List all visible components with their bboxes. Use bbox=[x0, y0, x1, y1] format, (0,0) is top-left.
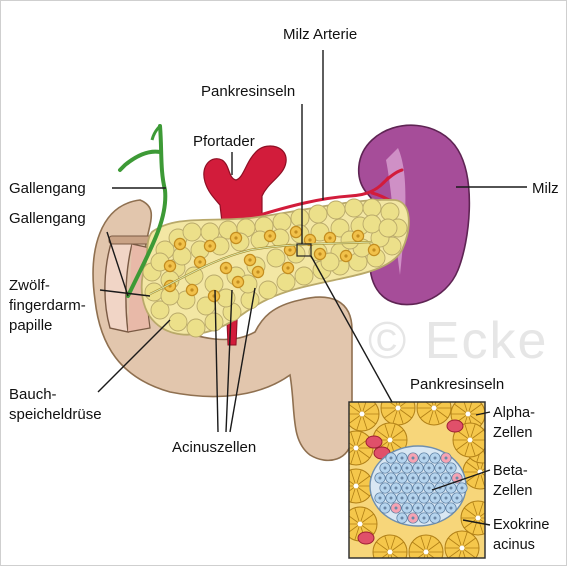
label-papille-line3: papille bbox=[9, 317, 52, 334]
exocrine-acinus bbox=[349, 402, 380, 432]
label-bauch-line2: speicheldrüse bbox=[9, 406, 102, 423]
label-papille-line1: Zwölf- bbox=[9, 277, 50, 294]
lobule bbox=[344, 198, 364, 218]
red-blood-cell bbox=[357, 531, 375, 545]
exocrine-acinus bbox=[380, 402, 416, 426]
lobule bbox=[186, 318, 206, 338]
lobule bbox=[326, 200, 346, 220]
watermark: © Ecke bbox=[368, 312, 548, 370]
label-inset-title: Pankresinseln bbox=[410, 376, 504, 393]
label-alpha-line1: Alpha- bbox=[493, 405, 535, 421]
lobule bbox=[290, 208, 310, 228]
islet-marker bbox=[296, 243, 312, 257]
leader-lines bbox=[97, 50, 527, 526]
lobule bbox=[320, 252, 340, 272]
label-beta-line2: Zellen bbox=[493, 483, 533, 499]
lobule bbox=[276, 272, 296, 292]
exocrine-acinus bbox=[349, 468, 374, 504]
exocrine-acinus bbox=[372, 534, 408, 558]
inset-leader bbox=[310, 255, 393, 403]
exocrine-acinus bbox=[408, 534, 444, 558]
lobule bbox=[258, 280, 278, 300]
label-papille-line2: fingerdarm- bbox=[9, 297, 86, 314]
lobule bbox=[204, 312, 224, 332]
lobule bbox=[294, 266, 314, 286]
lobule bbox=[266, 248, 286, 268]
lobule bbox=[378, 218, 398, 238]
lobule bbox=[308, 204, 328, 224]
exocrine-acinus bbox=[452, 422, 485, 458]
pancreas-islets bbox=[163, 225, 381, 303]
label-acinuszellen: Acinuszellen bbox=[172, 439, 256, 456]
lobule bbox=[168, 312, 188, 332]
label-alpha-line2: Zellen bbox=[493, 425, 533, 441]
label-milz-arterie: Milz Arterie bbox=[283, 26, 357, 43]
lobule bbox=[380, 202, 400, 222]
exocrine-acinus bbox=[444, 530, 480, 558]
label-gallengang-2: Gallengang bbox=[9, 210, 86, 227]
islet-inset bbox=[348, 401, 486, 559]
label-pfortader: Pfortader bbox=[193, 133, 255, 150]
exocrine-acinus bbox=[460, 500, 485, 536]
lobule bbox=[272, 212, 292, 232]
lobule bbox=[150, 300, 170, 320]
islet-cells bbox=[369, 445, 468, 527]
exocrine-acini bbox=[349, 402, 485, 558]
lobule bbox=[240, 290, 260, 310]
label-exo-line2: acinus bbox=[493, 537, 535, 553]
label-bauch-line1: Bauch- bbox=[9, 386, 57, 403]
lobule bbox=[182, 222, 202, 242]
label-milz: Milz bbox=[532, 180, 559, 197]
lobule bbox=[362, 198, 382, 218]
label-beta-line1: Beta- bbox=[493, 463, 528, 479]
bile-duct bbox=[118, 124, 168, 298]
label-exo-line1: Exokrine bbox=[493, 517, 549, 533]
exocrine-acinus bbox=[416, 402, 452, 426]
lobule bbox=[362, 214, 382, 234]
red-blood-cell bbox=[365, 435, 383, 449]
red-blood-cell bbox=[446, 419, 464, 433]
label-pankresinseln-top: Pankresinseln bbox=[201, 83, 295, 100]
label-gallengang-1: Gallengang bbox=[9, 180, 86, 197]
